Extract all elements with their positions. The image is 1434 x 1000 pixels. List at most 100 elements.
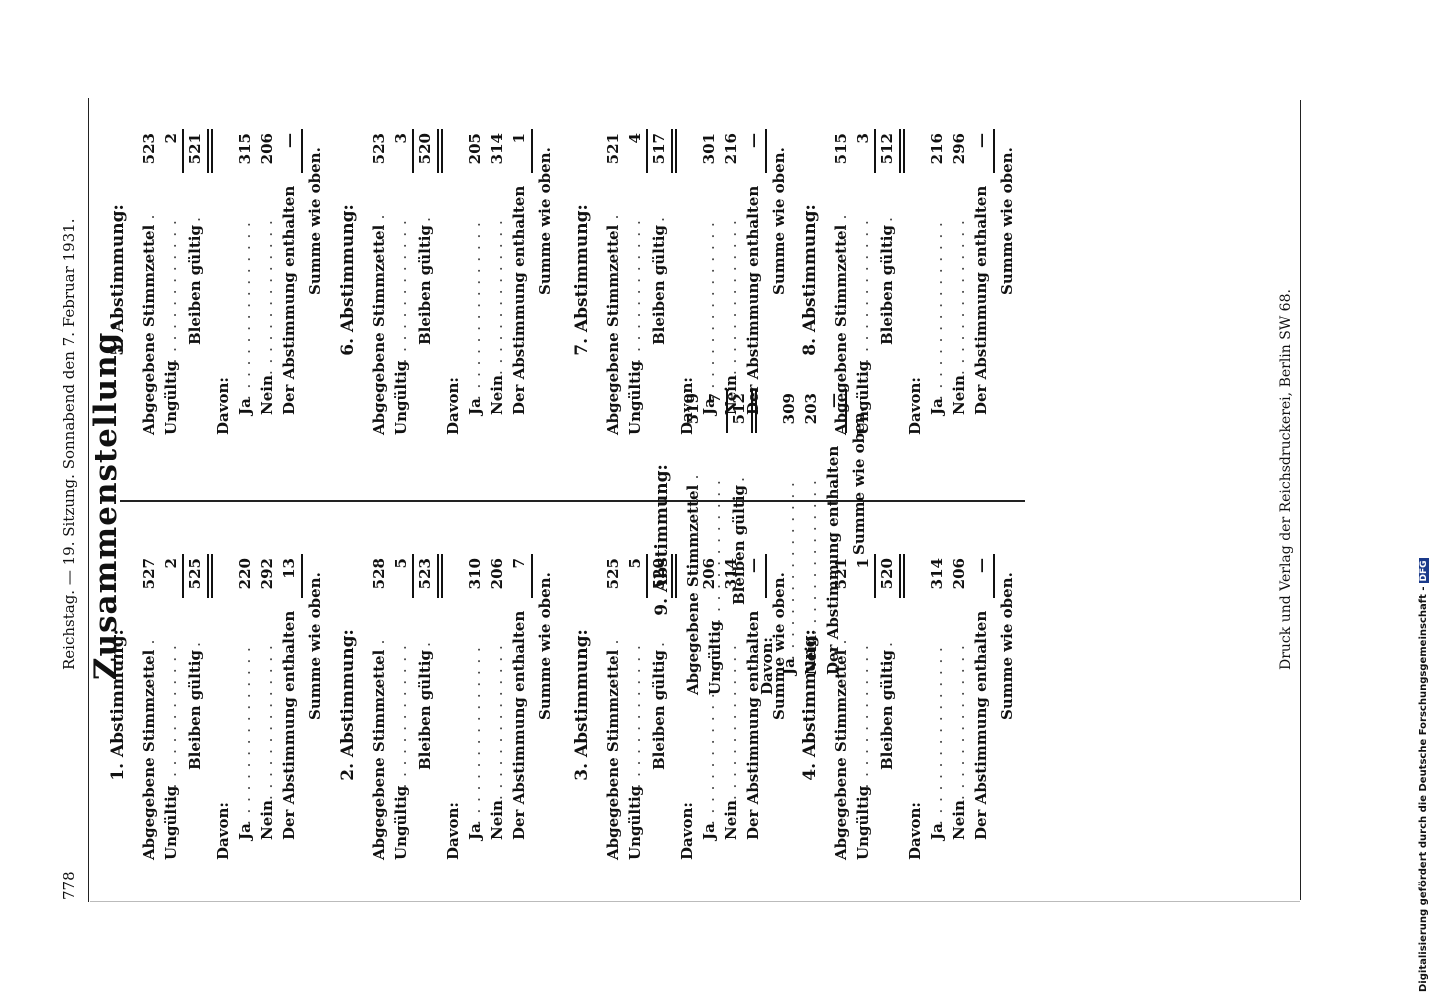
ja-row-label: Ja <box>700 823 718 840</box>
footer-rule <box>1300 100 1301 900</box>
leader-dots: . . . . . . . . . . . . . . . . . . . . … <box>698 215 720 400</box>
gueltig-row: Bleiben gültig. . . . . . . . . . . . . … <box>184 125 206 345</box>
page-number: 778 <box>60 871 78 900</box>
summe-row: Summe wie oben. <box>848 385 870 555</box>
leader-dots: . . . . . . . . . . . . . . . . . . . . … <box>464 215 486 400</box>
davon-row: Davon: <box>904 550 926 860</box>
leader-dots: . . . . . . . . . . . . . . . . . . . . … <box>486 215 508 375</box>
ja-row-label: Ja <box>928 823 946 840</box>
ja-row: Ja. . . . . . . . . . . . . . . . . . . … <box>926 550 948 840</box>
enthalten-row: Der Abstimmung enthalten. . . . . . . . … <box>822 385 844 675</box>
nein-row-value: 216 <box>722 133 740 165</box>
abstimmung-section: 1. Abstimmung:Abgegebene Stimmzettel. . … <box>108 550 328 860</box>
leader-dots: . . . . . . . . . . . . . . . . . . . . … <box>234 215 256 400</box>
section-title: 3. Abstimmung: <box>572 629 592 781</box>
nein-row-label: Nein <box>950 800 968 840</box>
summe-row-label: Summe wie oben. <box>998 572 1016 720</box>
enthalten-row-value: 13 <box>280 558 298 579</box>
leader-dots: . . . . . . . . . . . . . . . . . . . . … <box>256 640 278 800</box>
leader-dots: . . . . . . . . . . . . . . . . . . . . … <box>486 640 508 800</box>
leader-dots: . . . . . . . . . . . . . . . . . . . . … <box>390 215 412 375</box>
davon-row: Davon: <box>756 385 778 695</box>
nein-row-label: Nein <box>258 800 276 840</box>
enthalten-row: Der Abstimmung enthalten. . . . . . . . … <box>742 125 764 415</box>
leader-dots: . . . . . . . . . . . . . . . . . . . . … <box>800 475 822 635</box>
ja-row-label: Ja <box>466 823 484 840</box>
davon-row-label: Davon: <box>214 802 232 860</box>
davon-row: Davon: <box>212 550 234 860</box>
nein-row-value: 296 <box>950 133 968 165</box>
ungueltig-row-value: 3 <box>854 133 872 144</box>
nein-row: Nein. . . . . . . . . . . . . . . . . . … <box>256 550 278 840</box>
funding-text: Digitalisierung gefördert durch die Deut… <box>1418 586 1429 992</box>
leader-dots: . . . . . . . . . . . . . . . . . . . . … <box>368 215 390 277</box>
leader-dots: . . . . . . . . . . . . . . . . . . . . … <box>602 640 624 702</box>
summe-row: Summe wie oben. <box>534 550 556 720</box>
gueltig-row-value: 523 <box>416 558 434 590</box>
abgegeben-row-value: 528 <box>370 558 388 590</box>
leader-dots: . . . . . . . . . . . . . . . . . . . . … <box>704 475 726 635</box>
enthalten-row-value: — <box>280 133 298 148</box>
leader-dots: . . . . . . . . . . . . . . . . . . . . … <box>926 215 948 400</box>
ungueltig-row: Ungültig. . . . . . . . . . . . . . . . … <box>624 550 646 860</box>
enthalten-row-value: — <box>744 133 762 148</box>
leader-dots: . . . . . . . . . . . . . . . . . . . . … <box>414 640 436 670</box>
summe-row-label: Summe wie oben. <box>770 147 788 295</box>
nein-row: Nein. . . . . . . . . . . . . . . . . . … <box>720 125 742 415</box>
summe-row: Summe wie oben. <box>534 125 556 295</box>
ja-row-label: Ja <box>236 823 254 840</box>
ja-row-value: 309 <box>780 393 798 425</box>
abstimmung-section: 6. Abstimmung:Abgegebene Stimmzettel. . … <box>338 125 558 435</box>
abgegeben-row: Abgegebene Stimmzettel. . . . . . . . . … <box>602 125 624 435</box>
leader-dots: . . . . . . . . . . . . . . . . . . . . … <box>390 640 412 800</box>
nein-row: Nein. . . . . . . . . . . . . . . . . . … <box>800 385 822 675</box>
abgegeben-row: Abgegebene Stimmzettel. . . . . . . . . … <box>602 550 624 860</box>
section-title: 7. Abstimmung: <box>572 204 592 356</box>
gueltig-row: Bleiben gültig. . . . . . . . . . . . . … <box>876 550 898 770</box>
leader-dots: . . . . . . . . . . . . . . . . . . . . … <box>256 215 278 375</box>
gueltig-row-value: 521 <box>186 133 204 165</box>
enthalten-row-value: — <box>824 393 842 408</box>
nein-row: Nein. . . . . . . . . . . . . . . . . . … <box>256 125 278 415</box>
summe-row-label: Summe wie oben. <box>306 572 324 720</box>
davon-row-label: Davon: <box>906 802 924 860</box>
ja-row-value: 314 <box>928 558 946 590</box>
section-title: 9. Abstimmung: <box>652 464 672 616</box>
nein-row-label: Nein <box>258 375 276 415</box>
leader-dots: . . . . . . . . . . . . . . . . . . . . … <box>876 640 898 670</box>
nein-row: Nein. . . . . . . . . . . . . . . . . . … <box>948 550 970 840</box>
section-title: 1. Abstimmung: <box>108 629 128 781</box>
gueltig-row-value: 517 <box>650 133 668 165</box>
ja-row: Ja. . . . . . . . . . . . . . . . . . . … <box>698 125 720 415</box>
enthalten-row: Der Abstimmung enthalten. . . . . . . . … <box>278 550 300 840</box>
gueltig-row-value: 525 <box>186 558 204 590</box>
section-title: 6. Abstimmung: <box>338 204 358 356</box>
abgegeben-row: Abgegebene Stimmzettel. . . . . . . . . … <box>682 385 704 695</box>
abgegeben-row-value: 527 <box>140 558 158 590</box>
abstimmung-section: 2. Abstimmung:Abgegebene Stimmzettel. . … <box>338 550 558 860</box>
ungueltig-row-value: 3 <box>392 133 410 144</box>
nein-row: Nein. . . . . . . . . . . . . . . . . . … <box>486 550 508 840</box>
gueltig-row-value: 512 <box>730 393 748 425</box>
leader-dots: . . . . . . . . . . . . . . . . . . . . … <box>948 640 970 800</box>
nein-row-label: Nein <box>802 635 820 675</box>
ungueltig-row: Ungültig. . . . . . . . . . . . . . . . … <box>390 550 412 860</box>
summe-row: Summe wie oben. <box>768 125 790 295</box>
leader-dots: . . . . . . . . . . . . . . . . . . . . … <box>414 215 436 245</box>
davon-row-label: Davon: <box>214 377 232 435</box>
ja-row-value: 220 <box>236 558 254 590</box>
enthalten-row-value: — <box>972 558 990 573</box>
leader-dots: . . . . . . . . . . . . . . . . . . . . … <box>876 215 898 245</box>
abstimmung-section: 9. Abstimmung: Abgegebene Stimmzettel. . … <box>652 385 872 695</box>
enthalten-row: Der Abstimmung enthalten. . . . . . . . … <box>508 550 530 840</box>
ja-row-value: 216 <box>928 133 946 165</box>
leader-dots: . . . . . . . . . . . . . . . . . . . . … <box>742 215 764 245</box>
ungueltig-row: Ungültig. . . . . . . . . . . . . . . . … <box>160 125 182 435</box>
summe-row-label: Summe wie oben. <box>536 572 554 720</box>
ja-row: Ja. . . . . . . . . . . . . . . . . . . … <box>234 550 256 840</box>
dfg-logo: DFG <box>1419 558 1429 584</box>
summe-row-label: Summe wie oben. <box>536 147 554 295</box>
funding-note: Digitalisierung gefördert durch die Deut… <box>1418 558 1429 992</box>
davon-row: Davon: <box>212 125 234 435</box>
ungueltig-row-value: 5 <box>626 558 644 569</box>
